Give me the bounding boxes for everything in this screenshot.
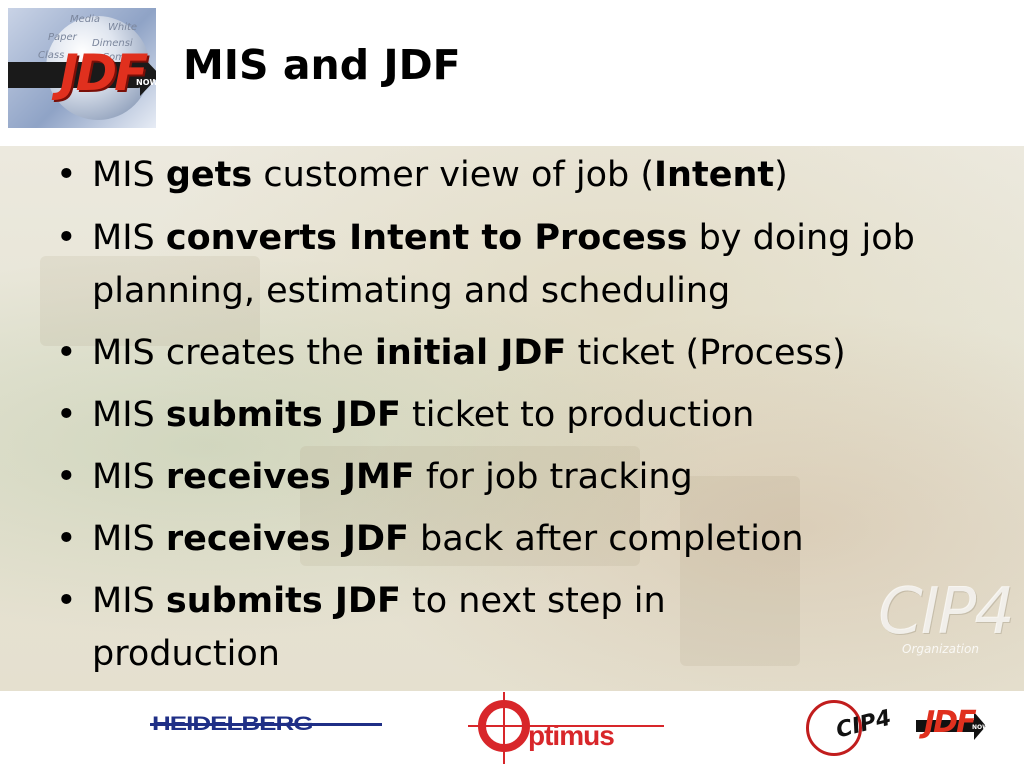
bullet-plain-text: back after completion [408, 519, 804, 559]
arrow-icon [916, 720, 976, 732]
optimus-crosshair-icon [468, 725, 664, 727]
bullet-bold-text: receives JDF [165, 519, 409, 559]
bullet-plain-text: ) [774, 155, 788, 195]
bullet-bold-text: Intent [654, 155, 775, 195]
bullet-item: • MIS converts Intent to Process by doing… [56, 212, 986, 318]
background-illustration [300, 446, 640, 566]
bullet-text: MIS submits JDF ticket to production [92, 389, 986, 442]
bullet-plain-text: MIS [92, 218, 166, 258]
slide-body: CIP4 Organization • MIS gets customer vie… [0, 146, 1024, 691]
bullet-bold-text: gets [165, 155, 253, 195]
bullet-dot-icon: • [56, 457, 77, 497]
logo-now-badge: NOW [136, 78, 156, 87]
logo-bg-word: Dimensi [92, 38, 133, 49]
bullet-item: • MIS gets customer view of job (Intent) [56, 149, 986, 202]
bullet-dot-icon: • [56, 155, 77, 195]
logo-jdf-text: JDF [60, 44, 148, 102]
bullet-plain-text: ticket (Process) [566, 333, 846, 373]
jdf-small-logo: JDF NOW [916, 705, 989, 746]
bullet-plain-text: MIS [92, 519, 166, 559]
bullet-item: • MIS receives JDF back after completion [56, 513, 986, 566]
bullet-plain-text: customer view of job ( [252, 155, 655, 195]
optimus-ring-icon [478, 700, 530, 752]
page-title: MIS and JDF [183, 41, 461, 89]
heidelberg-logo: HEIDELBERG [152, 712, 313, 735]
background-illustration [40, 256, 260, 346]
bullet-plain-text: MIS [92, 457, 166, 497]
background-illustration [680, 476, 800, 666]
bullet-text: MIS converts Intent to Process by doing … [92, 212, 986, 318]
slide-footer: HEIDELBERG ptimus CIP4 JDF NOW [0, 692, 1024, 768]
bullet-text: MIS submits JDF to next step in producti… [92, 575, 756, 681]
cip4-logo-ring-icon [806, 700, 862, 756]
optimus-logo: ptimus [528, 720, 615, 751]
bullet-dot-icon: • [56, 218, 77, 258]
bullet-plain-text: by doing job planning, estimating and sc… [92, 218, 915, 311]
bullet-dot-icon: • [56, 581, 77, 621]
cip4-watermark-sub: Organization [902, 642, 979, 656]
bullet-item: • MIS creates the initial JDF ticket (Pro… [56, 327, 986, 380]
jdf-logo: Media White Paper Dimensi Class Com JDF … [8, 8, 156, 128]
jdf-small-logo-text: JDF [924, 705, 977, 740]
bullet-plain-text: ticket to production [400, 395, 755, 435]
bullet-bold-text: converts Intent to Process [165, 218, 688, 258]
jdf-small-logo-badge: NOW [972, 724, 989, 731]
bullet-dot-icon: • [56, 519, 77, 559]
slide-header: Media White Paper Dimensi Class Com JDF … [0, 0, 1024, 145]
arrow-icon [8, 54, 156, 96]
bullet-text: MIS receives JDF back after completion [92, 513, 986, 566]
bullet-bold-text: receives JMF [165, 457, 415, 497]
bullet-item: • MIS submits JDF ticket to production [56, 389, 986, 442]
logo-bg-word: White [108, 22, 138, 33]
logo-bg-word: Paper [48, 32, 77, 43]
bullet-text: MIS receives JMF for job tracking [92, 451, 986, 504]
bullet-bold-text: submits JDF [165, 581, 401, 621]
bullet-plain-text: MIS [92, 395, 166, 435]
bullet-plain-text: MIS [92, 581, 166, 621]
heidelberg-logo-line [150, 723, 382, 726]
bullet-plain-text: for job tracking [414, 457, 693, 497]
cip4-watermark: CIP4 [878, 575, 1015, 649]
bullet-dot-icon: • [56, 395, 77, 435]
logo-bg-word: Media [70, 14, 101, 25]
bullet-bold-text: submits JDF [165, 395, 401, 435]
bullet-plain-text: MIS creates the [92, 333, 375, 373]
bullet-item: • MIS receives JMF for job tracking [56, 451, 986, 504]
arrow-tip-icon [974, 712, 986, 740]
bullet-plain-text: to next step in production [92, 581, 666, 674]
bullet-bold-text: initial JDF [374, 333, 567, 373]
bullet-text: MIS gets customer view of job (Intent) [92, 149, 986, 202]
bullet-text: MIS creates the initial JDF ticket (Proc… [92, 327, 986, 380]
bullet-dot-icon: • [56, 333, 77, 373]
logo-bg-word: Class [38, 50, 65, 61]
bullet-plain-text: MIS [92, 155, 166, 195]
bullet-item: • MIS submits JDF to next step in product… [56, 575, 756, 681]
logo-bg-word: Com [102, 52, 125, 63]
